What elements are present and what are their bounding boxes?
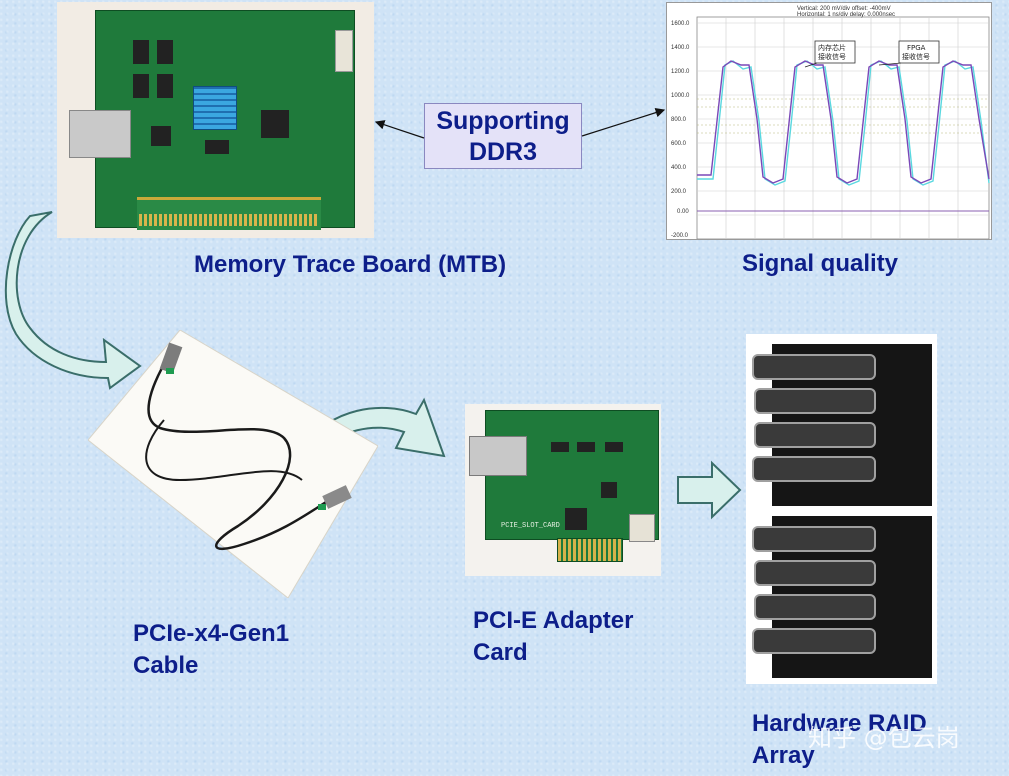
cable-label-2: Cable <box>133 652 199 679</box>
signal-label: Signal quality <box>742 250 899 277</box>
raid-drive-bottom-2 <box>754 560 876 586</box>
watermark: 知乎 @包云岗 <box>808 724 960 752</box>
adapter-board-text: PCIE_SLOT_CARD <box>501 522 560 530</box>
y-tick-6: 400.0 <box>671 165 687 171</box>
signal-plot: Vertical: 200 mV/div offset: -400mV Hori… <box>666 2 992 240</box>
annotation-fpga: FPGA 接收信号 <box>878 40 940 66</box>
signal-plot-svg: Vertical: 200 mV/div offset: -400mV Hori… <box>671 6 990 239</box>
adapter-power-jack <box>629 514 655 542</box>
cable-connector-top <box>159 342 183 374</box>
cable-photo-svg <box>87 329 379 599</box>
mtb-heatsink <box>193 86 237 130</box>
mtb-connector <box>69 110 131 158</box>
mtb-chip-3 <box>205 140 229 154</box>
signal-header-2: Horizontal: 1 ns/div delay: 0.000nsec <box>797 12 895 18</box>
cable-connector-bottom <box>322 485 352 509</box>
adapter-label-1: PCI-E Adapter <box>473 607 634 634</box>
adapter-chip-4 <box>565 508 587 530</box>
annotation-memory: 内存芯片 接收信号 <box>804 40 856 68</box>
pointer-to-mtb <box>374 120 425 139</box>
mtb-chip-7 <box>157 74 173 98</box>
adapter-edge-connector <box>557 538 623 562</box>
pointer-to-signal <box>581 107 666 137</box>
signal-grid <box>697 17 989 239</box>
raid-drive-top-2 <box>754 388 876 414</box>
mtb-label: Memory Trace Board (MTB) <box>194 251 507 278</box>
raid-drive-bottom-3 <box>754 594 876 620</box>
y-tick-9: -200.0 <box>671 233 689 239</box>
annotation-memory-2: 接收信号 <box>818 52 846 61</box>
adapter-chip-5 <box>601 482 617 498</box>
mtb-edge-fingers <box>139 214 319 226</box>
callout-line-2: DDR3 <box>468 138 538 166</box>
cable-label-1: PCIe-x4-Gen1 <box>133 620 290 647</box>
mtb-photo <box>57 2 374 238</box>
adapter-chip-2 <box>577 442 595 452</box>
cable-photo <box>87 329 379 599</box>
mtb-socket <box>335 30 353 72</box>
arrow-mtb-to-cable <box>4 211 142 390</box>
y-tick-2: 1200.0 <box>671 69 690 75</box>
arrow-adapter-to-raid <box>677 460 742 520</box>
y-tick-0: 1600.0 <box>671 21 690 27</box>
annotation-fpga-1: FPGA <box>907 44 926 52</box>
y-tick-4: 800.0 <box>671 117 687 123</box>
signal-header-1: Vertical: 200 mV/div offset: -400mV <box>797 6 891 12</box>
raid-drive-bottom-4 <box>752 628 876 654</box>
y-tick-1: 1400.0 <box>671 45 690 51</box>
mtb-chip-1 <box>261 110 289 138</box>
signal-threshold-lines <box>697 98 989 134</box>
raid-drive-top-3 <box>754 422 876 448</box>
annotation-fpga-2: 接收信号 <box>902 52 930 61</box>
raid-drive-top-1 <box>752 354 876 380</box>
adapter-label-2: Card <box>473 639 528 666</box>
mtb-chip-4 <box>133 40 149 64</box>
adapter-bracket-connector <box>469 436 527 476</box>
callout-line-1: Supporting <box>436 107 570 135</box>
annotation-memory-1: 内存芯片 <box>818 43 846 52</box>
y-tick-7: 200.0 <box>671 189 687 195</box>
adapter-chip-3 <box>605 442 623 452</box>
raid-drive-bottom-1 <box>752 526 876 552</box>
raid-label-2: Array <box>752 742 815 769</box>
mtb-chip-6 <box>133 74 149 98</box>
raid-label-1: Hardware RAID <box>752 710 927 737</box>
y-tick-8: 0.00 <box>677 209 689 215</box>
mtb-chip-5 <box>157 40 173 64</box>
y-tick-5: 600.0 <box>671 141 687 147</box>
adapter-photo: PCIE_SLOT_CARD <box>465 404 661 576</box>
adapter-chip-1 <box>551 442 569 452</box>
y-tick-3: 1000.0 <box>671 93 690 99</box>
raid-drive-top-4 <box>752 456 876 482</box>
mtb-chip-2 <box>151 126 171 146</box>
raid-photo <box>746 334 937 684</box>
ddr3-callout: Supporting DDR3 <box>424 103 582 169</box>
signal-trace-memory <box>697 60 990 184</box>
